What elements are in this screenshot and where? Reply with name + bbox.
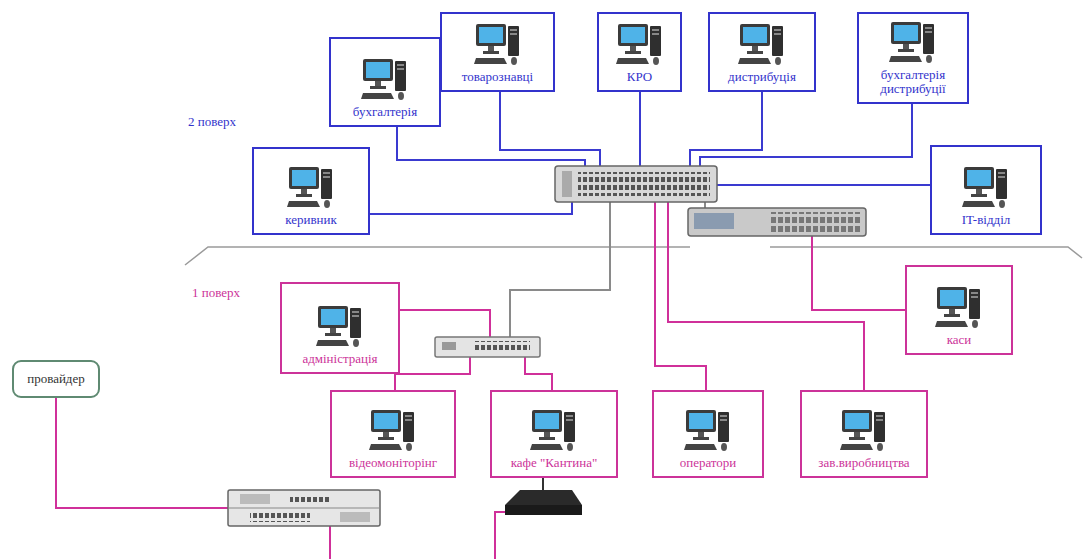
node-label: керивник (285, 213, 337, 227)
computer-icon (684, 406, 732, 452)
modem-rack (228, 490, 380, 526)
workstation-box: дистрибуція (708, 12, 816, 92)
computer-icon (616, 20, 664, 66)
lan-cable (370, 92, 930, 214)
workstation-box: зав.виробництва (800, 390, 928, 478)
main-switch (555, 166, 717, 202)
computer-icon (889, 18, 937, 64)
computer-icon (369, 406, 417, 452)
node-label: бухгалтерія (353, 105, 417, 119)
node-label: кафе "Кантина" (511, 456, 598, 470)
node-label: КРО (627, 70, 652, 84)
workstation-box: керивник (252, 147, 370, 235)
computer-icon (962, 163, 1010, 209)
workstation-box: оператори (652, 390, 764, 478)
computer-icon (474, 20, 522, 66)
workstation-box: адміністрація (280, 282, 400, 374)
provider-box: провайдер (12, 360, 100, 398)
node-label: адміністрація (302, 352, 377, 366)
computer-icon (738, 20, 786, 66)
computer-icon (361, 55, 409, 101)
workstation-box: товарознавці (440, 12, 555, 92)
computer-icon (530, 406, 578, 452)
computer-icon (287, 163, 335, 209)
node-label: дистрибуція (728, 70, 796, 84)
node-label: провайдер (27, 372, 85, 386)
workstation-box: КРО (597, 12, 682, 92)
workstation-box: IT-відділ (930, 145, 1042, 235)
lan-cable (56, 200, 905, 559)
node-label: бухгалтерія дистрибуції (864, 68, 962, 96)
computer-icon (316, 302, 364, 348)
workstation-box: бухгалтерія (329, 37, 441, 127)
node-label: товарознавці (462, 70, 533, 84)
node-label: відеомоніторінг (349, 456, 437, 470)
uplink-cable (510, 200, 705, 337)
computer-icon (840, 406, 888, 452)
node-label: зав.виробництва (818, 456, 909, 470)
computer-icon (935, 283, 983, 329)
floor-label: 2 поверх (188, 114, 236, 130)
workstation-box: відеомоніторінг (330, 390, 456, 478)
floor-label: 1 поверх (192, 285, 240, 301)
floor-plane (185, 247, 1082, 265)
workstation-box: каси (905, 265, 1013, 355)
workstation-box: бухгалтерія дистрибуції (857, 12, 969, 104)
floor-switch (435, 337, 540, 357)
secondary-switch (688, 208, 866, 236)
node-label: IT-відділ (962, 213, 1010, 227)
workstation-box: кафе "Кантина" (490, 390, 618, 478)
node-label: оператори (680, 456, 737, 470)
node-label: каси (947, 333, 972, 347)
